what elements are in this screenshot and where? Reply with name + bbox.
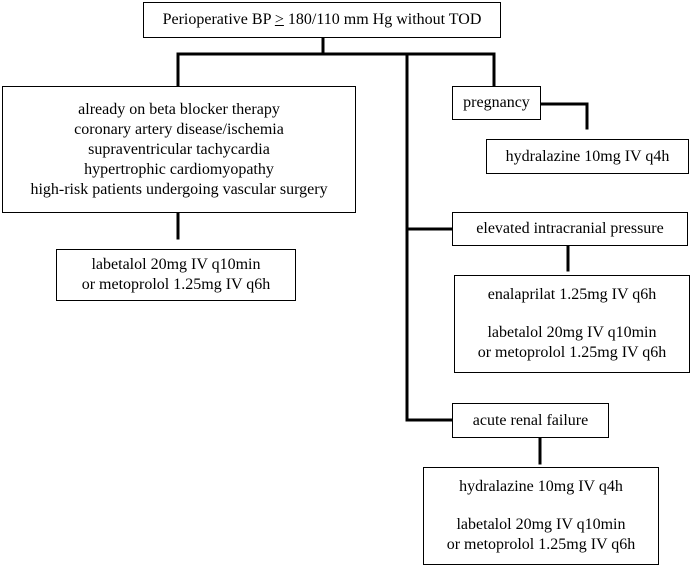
title-prefix: Perioperative BP — [162, 11, 275, 28]
treatment-line: or metoprolol 1.25mg IV q6h — [81, 276, 271, 293]
pregnancy-treatment-box: hydralazine 10mg IV q4h — [486, 139, 689, 174]
left-treatment-box: labetalol 20mg IV q10min or metoprolol 1… — [56, 249, 296, 301]
title-box: Perioperative BP > 180/110 mm Hg without… — [143, 2, 501, 38]
pregnancy-box: pregnancy — [452, 86, 541, 120]
renal-treatment-second: or metoprolol 1.25mg IV q6h — [446, 536, 636, 553]
treatment-line: labetalol 20mg IV q10min — [91, 256, 261, 273]
renal-box: acute renal failure — [452, 403, 609, 438]
title-gte-symbol: > — [274, 11, 284, 28]
title-suffix: 180/110 mm Hg without TOD — [283, 11, 482, 28]
icp-treatment-second: or metoprolol 1.25mg IV q6h — [477, 344, 667, 361]
condition-item: supraventricular tachycardia — [88, 140, 270, 158]
condition-item: already on beta blocker therapy — [78, 100, 280, 118]
pregnancy-treatment: hydralazine 10mg IV q4h — [505, 147, 670, 165]
icp-box: elevated intracranial pressure — [452, 212, 688, 246]
title-text: Perioperative BP > 180/110 mm Hg without… — [163, 10, 482, 30]
condition-item: hypertrophic cardiomyopathy — [84, 160, 274, 178]
renal-treatment-second: labetalol 20mg IV q10min — [456, 516, 626, 533]
icp-treatment-first: enalaprilat 1.25mg IV q6h — [487, 286, 657, 303]
icp-treatment-box: enalaprilat 1.25mg IV q6h labetalol 20mg… — [454, 275, 690, 373]
condition-item: coronary artery disease/ischemia — [74, 120, 284, 138]
icp-label: elevated intracranial pressure — [476, 220, 664, 237]
renal-label: acute renal failure — [472, 411, 589, 429]
condition-item: high-risk patients undergoing vascular s… — [30, 180, 328, 198]
left-conditions-box: already on beta blocker therapy coronary… — [2, 86, 356, 213]
icp-treatment-second: labetalol 20mg IV q10min — [487, 324, 657, 341]
pregnancy-label: pregnancy — [463, 94, 530, 111]
renal-treatment-first: hydralazine 10mg IV q4h — [459, 478, 623, 495]
renal-treatment-box: hydralazine 10mg IV q4h labetalol 20mg I… — [423, 467, 659, 565]
